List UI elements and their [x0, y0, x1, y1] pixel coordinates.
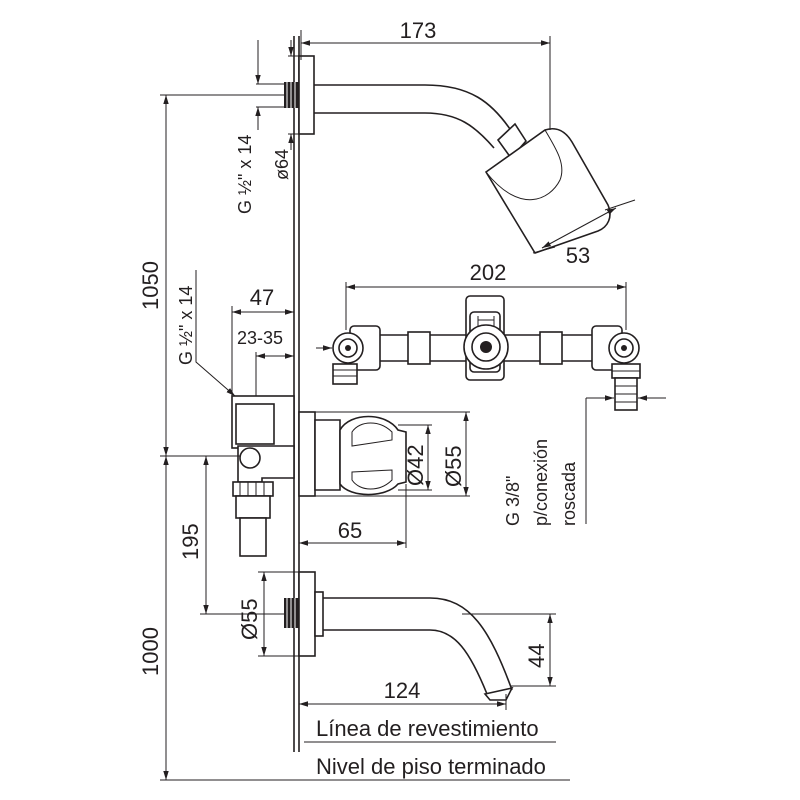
dim-label-53: 53: [566, 243, 590, 268]
dim-label-1000: 1000: [138, 627, 163, 676]
dim-shower-thread: G ½" x 14: [235, 40, 284, 214]
dim-label-flange: ø64: [272, 149, 292, 180]
connection-note: G 3/8" p/conexión roscada: [503, 395, 666, 526]
dim-handle-diameter: Ø42: [398, 424, 432, 491]
floor-reference-line: Nivel de piso terminado: [160, 754, 570, 781]
dim-label-shower-thread: G ½" x 14: [235, 135, 255, 214]
spout: [284, 571, 514, 701]
dim-label-202: 202: [470, 260, 507, 285]
dim-label-47: 47: [250, 285, 274, 310]
wall-reference-line: Línea de revestimiento: [304, 716, 556, 743]
dim-spout-outlet-height: 44: [462, 613, 556, 687]
dim-escutcheon-diameter: Ø55: [315, 411, 470, 497]
connection-note-line2: p/conexión: [531, 439, 551, 526]
dim-valve-depth-range: 23-35: [237, 328, 294, 396]
valve-body-side: [231, 395, 295, 557]
valve-front-view: [332, 295, 641, 411]
dim-label-valve-thread: G ½" x 14: [176, 286, 196, 365]
dim-shower-head-size: 53: [532, 199, 636, 268]
dim-label-1050: 1050: [138, 261, 163, 310]
dim-handle-projection: 65: [299, 484, 407, 548]
dim-label-spout-55: Ø55: [237, 598, 262, 640]
dim-label-65: 65: [338, 518, 362, 543]
dim-spout-length: 124: [299, 678, 507, 710]
dim-shower-arm-length: 173: [300, 18, 551, 130]
dim-label-42: Ø42: [403, 444, 428, 486]
shower-arm: [284, 55, 528, 160]
dim-wall-flange-diameter: ø64: [272, 40, 299, 180]
dim-label-55: Ø55: [441, 445, 466, 487]
dim-label-173: 173: [400, 18, 437, 43]
dim-valve-thread: G ½" x 14: [176, 270, 236, 397]
dim-label-195: 195: [178, 523, 203, 560]
dim-spout-flange-diameter: Ø55: [237, 571, 299, 657]
dim-connection-spacing: 202: [345, 260, 627, 330]
dim-label-44: 44: [524, 644, 549, 668]
dim-label-124: 124: [384, 678, 421, 703]
dim-shower-height: 1050: [138, 94, 284, 456]
wall-reference-label: Línea de revestimiento: [316, 716, 539, 741]
floor-reference-label: Nivel de piso terminado: [316, 754, 546, 779]
dim-spout-height: 1000: [138, 455, 240, 780]
connection-note-line1: G 3/8": [503, 476, 523, 526]
connection-note-line3: roscada: [559, 461, 579, 526]
dim-valve-depth: 47: [231, 285, 294, 396]
dim-label-23-35: 23-35: [237, 328, 283, 348]
dim-outlet-offset: 195: [178, 455, 284, 615]
valve-handle-side: [298, 411, 407, 497]
